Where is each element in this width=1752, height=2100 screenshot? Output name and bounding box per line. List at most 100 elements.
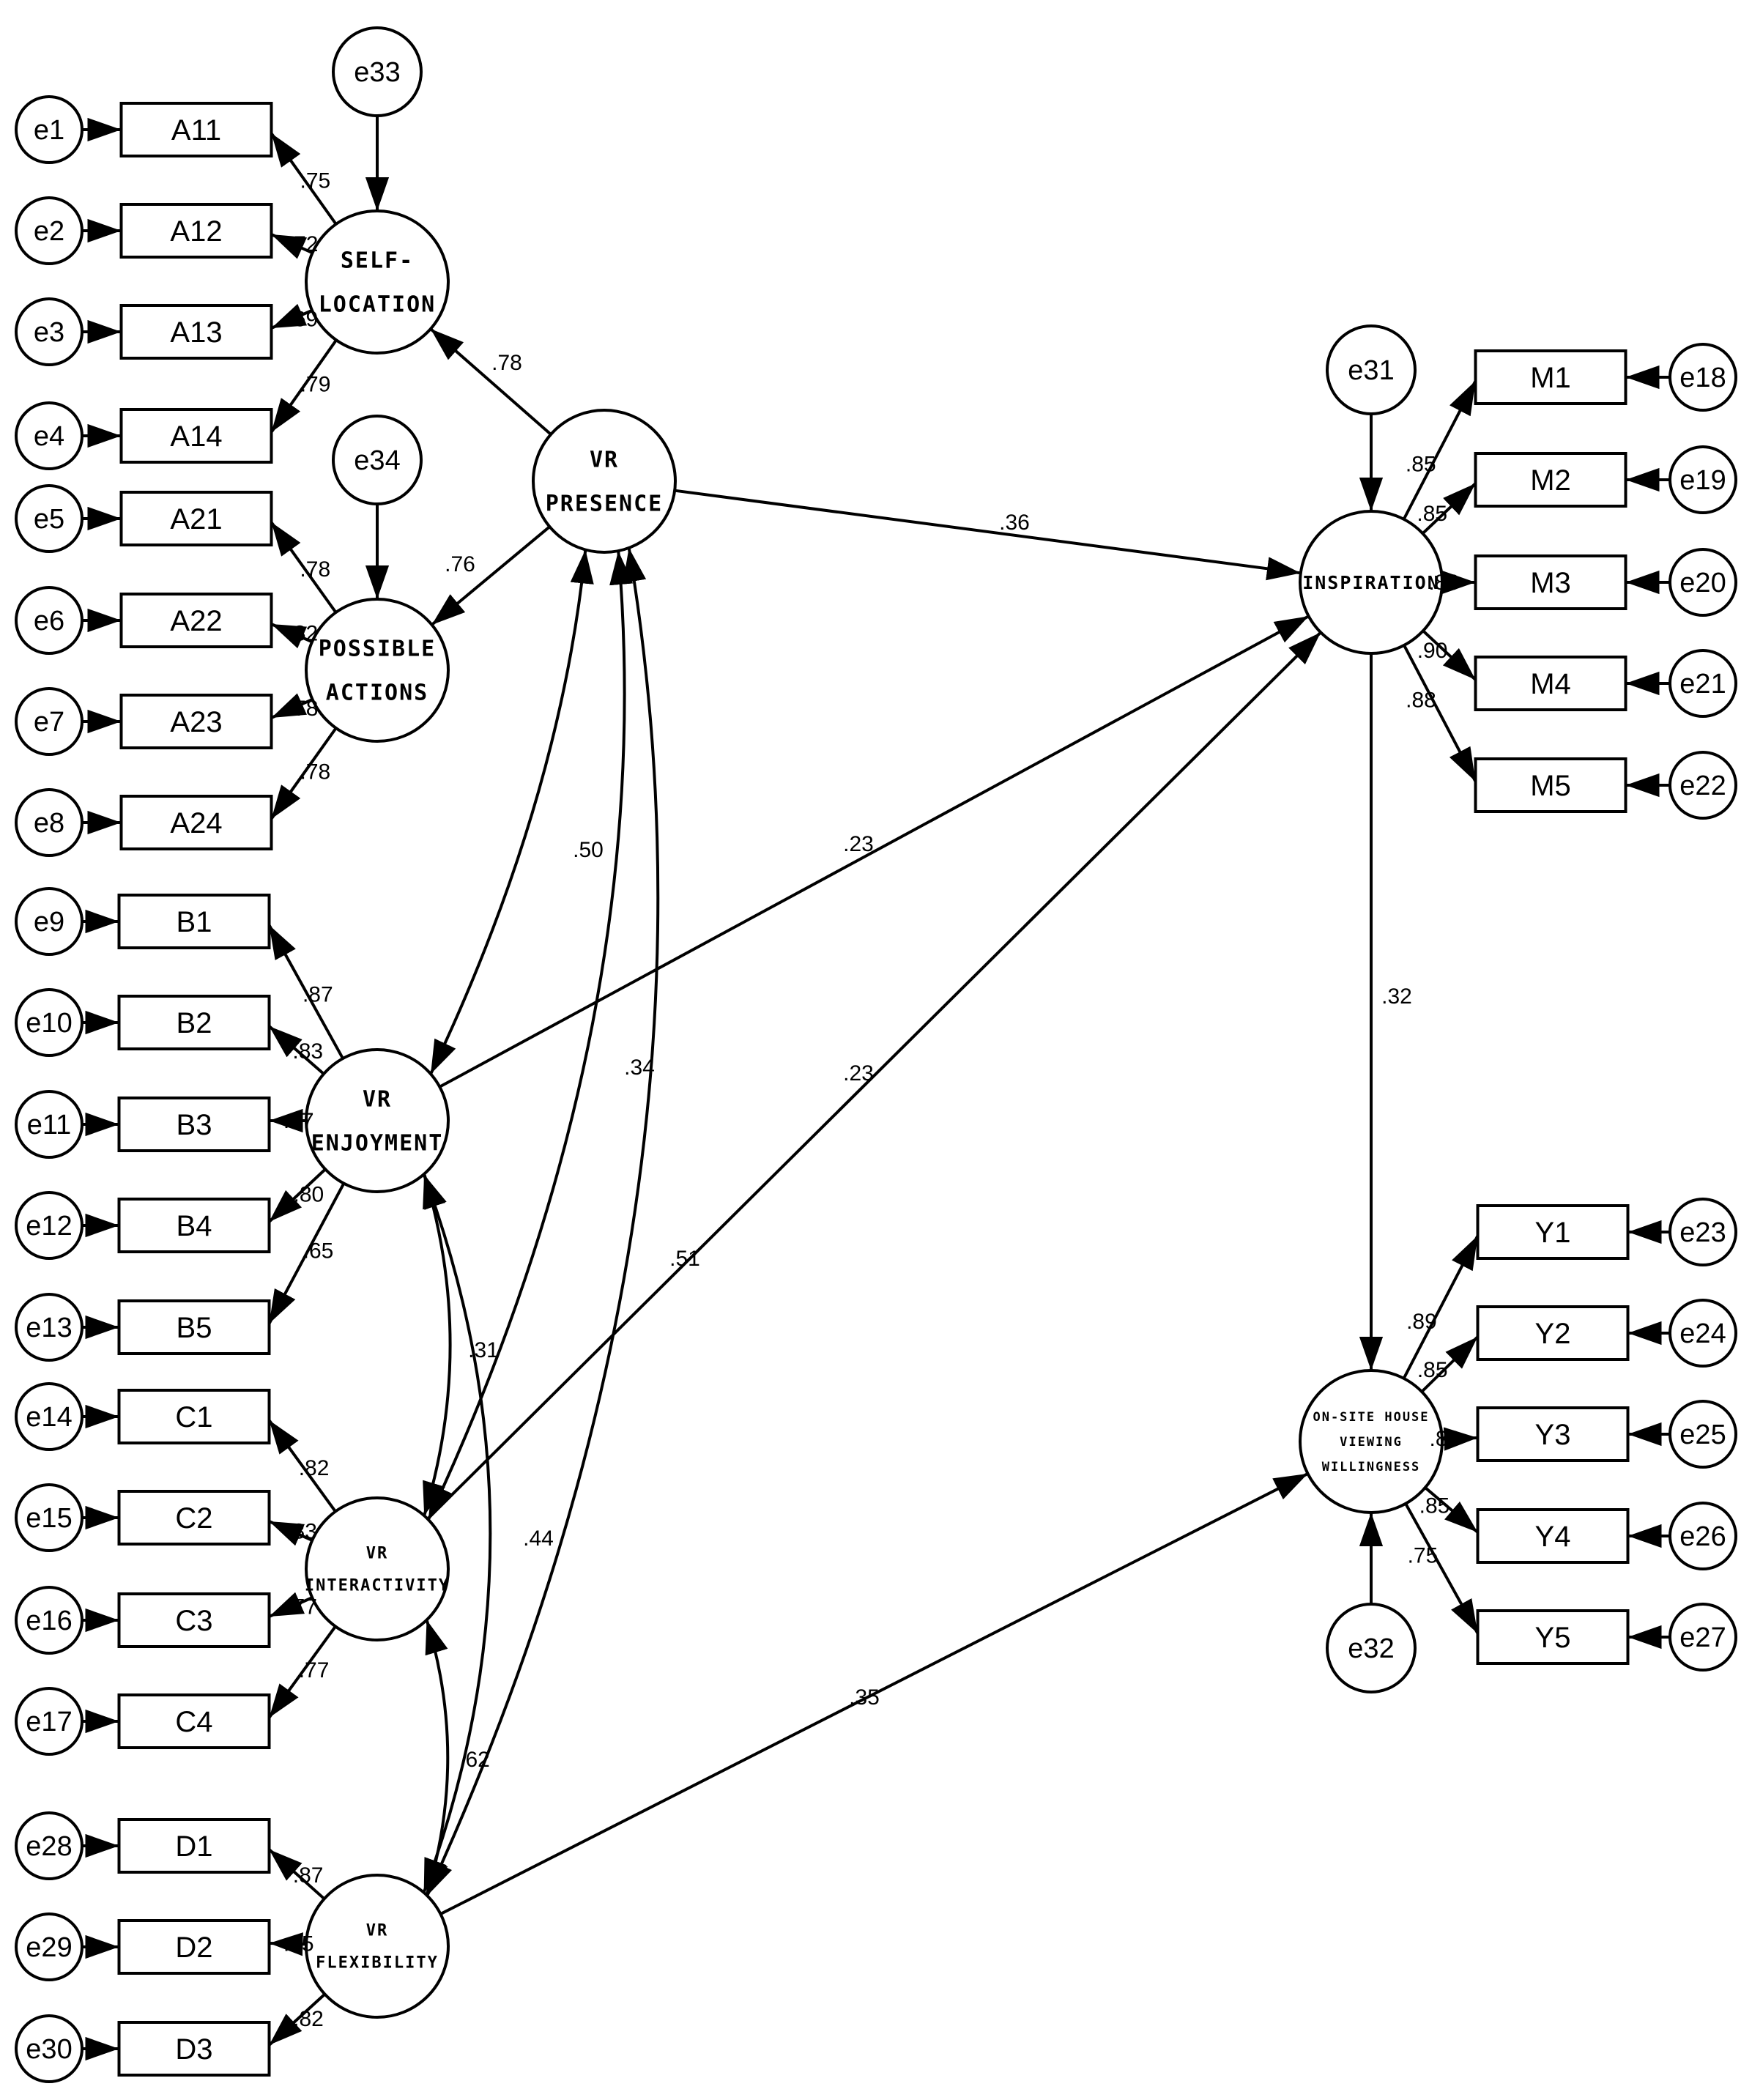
error-label: e9	[34, 907, 64, 938]
indicator-label: C4	[175, 1706, 212, 1738]
error-circle	[15, 2014, 83, 2083]
indicator-label: A22	[170, 605, 222, 637]
loading-label-c4: .77	[299, 1658, 330, 1682]
loading-label-a24: .78	[300, 760, 331, 784]
indicator-y2: Y2	[1476, 1305, 1630, 1361]
indicator-label: C3	[175, 1605, 212, 1637]
error-label: e21	[1679, 669, 1726, 700]
indicator-a12: A12	[119, 203, 273, 259]
error-e4: e4	[15, 401, 83, 470]
indicator-label: Y5	[1535, 1622, 1571, 1654]
error-e11: e11	[15, 1090, 83, 1159]
loading-label-a13: .69	[288, 307, 319, 331]
error-circle	[15, 484, 83, 553]
error-circle	[15, 401, 83, 470]
latent-circle	[305, 209, 450, 355]
indicator-label: C2	[175, 1502, 212, 1535]
error-circle	[15, 297, 83, 366]
loading-path-c1	[267, 1419, 337, 1513]
indicator-box	[1474, 554, 1627, 610]
indicator-label: A23	[170, 706, 222, 738]
indicator-box	[119, 694, 273, 749]
indicator-c2: C2	[117, 1490, 271, 1546]
indicator-label: D1	[175, 1830, 212, 1863]
error-label: e10	[26, 1008, 72, 1039]
error-circle	[1669, 1502, 1737, 1570]
error-label: e17	[26, 1707, 72, 1737]
latent-circle	[305, 1874, 450, 2019]
error-circle	[1669, 751, 1737, 820]
latent-label-line: LOCATION	[319, 292, 437, 318]
error-circle	[15, 1382, 83, 1451]
error-label: e25	[1679, 1420, 1726, 1450]
cov-enjoyment-flexibility	[422, 1173, 492, 1893]
latent-label-line: ACTIONS	[326, 680, 428, 706]
cov-interactivity-flexibility	[425, 1619, 450, 1896]
labels-layer: .75.72.69.79.78.82.78.78.87.83.77.80.65.…	[283, 168, 1460, 2030]
loading-label-m3: .83	[1428, 571, 1459, 595]
error-label: e20	[1679, 568, 1726, 598]
error-label: e15	[26, 1503, 72, 1534]
loading-path-a13	[270, 303, 313, 330]
latent-label-line: VR	[366, 1545, 389, 1563]
error-label: e32	[1348, 1633, 1394, 1664]
loading-label-d3: .82	[293, 2007, 324, 2031]
loading-path-b2	[268, 1025, 325, 1075]
error-e23: e23	[1669, 1198, 1737, 1266]
loading-path-y5	[1404, 1502, 1480, 1634]
cov-enjoyment-interactivity	[423, 1173, 452, 1516]
error-label: e5	[34, 504, 64, 535]
error-circle	[1326, 324, 1417, 415]
error-circle	[1669, 548, 1737, 617]
indicator-a14: A14	[119, 408, 273, 464]
error-label: e26	[1679, 1521, 1726, 1552]
indicator-a13: A13	[119, 304, 273, 360]
loading-label-a23: .78	[288, 697, 319, 721]
error-label: e19	[1679, 465, 1726, 496]
error-label: e14	[26, 1402, 72, 1433]
loading-path-m2	[1422, 482, 1477, 535]
error-circle	[1669, 649, 1737, 718]
indicator-box	[117, 1299, 271, 1355]
indicator-label: M2	[1530, 464, 1571, 497]
loading-label-y2: .85	[1417, 1358, 1448, 1382]
indicator-box	[119, 203, 273, 259]
loading-path-a14	[270, 339, 338, 434]
error-circle	[15, 1090, 83, 1159]
indicator-c1: C1	[117, 1389, 271, 1444]
error-e31: e31	[1326, 324, 1417, 415]
error-e16: e16	[15, 1586, 83, 1655]
error-circle	[332, 26, 423, 117]
loading-label-b4: .80	[294, 1183, 324, 1207]
indicator-y5: Y5	[1476, 1609, 1630, 1665]
error-e10: e10	[15, 988, 83, 1057]
cov-presence-interactivity	[427, 550, 634, 1521]
indicator-m5: M5	[1474, 757, 1627, 813]
error-e22: e22	[1669, 751, 1737, 820]
latent-circle	[305, 598, 450, 743]
error-label: e4	[34, 421, 64, 452]
indicator-label: A13	[170, 316, 222, 349]
loading-label-y1: .89	[1406, 1310, 1437, 1334]
path-presence-possibleactions-label: .76	[445, 552, 475, 576]
loading-label-b2: .83	[292, 1039, 323, 1064]
loading-path-d3	[268, 1993, 326, 2047]
latent-label-line: VIEWING	[1340, 1435, 1403, 1450]
error-e27: e27	[1669, 1603, 1737, 1672]
loading-path-b5	[267, 1182, 346, 1324]
error-e21: e21	[1669, 649, 1737, 718]
error-e6: e6	[15, 586, 83, 655]
latent-label-line: POSSIBLE	[319, 637, 437, 662]
indicator-box	[1474, 452, 1627, 508]
cov-enjoyment-flexibility-label: .44	[523, 1526, 554, 1551]
loading-path-a22	[270, 623, 313, 649]
latent-label-line: ON-SITE HOUSE	[1313, 1410, 1429, 1425]
latent-circle	[532, 409, 677, 554]
loading-label-d1: .87	[293, 1863, 324, 1888]
cov-enjoyment-interactivity-label: .31	[468, 1338, 499, 1362]
error-circle	[15, 1912, 83, 1981]
indicator-box	[117, 1693, 271, 1749]
cov-presence-flexibility	[426, 547, 660, 1896]
